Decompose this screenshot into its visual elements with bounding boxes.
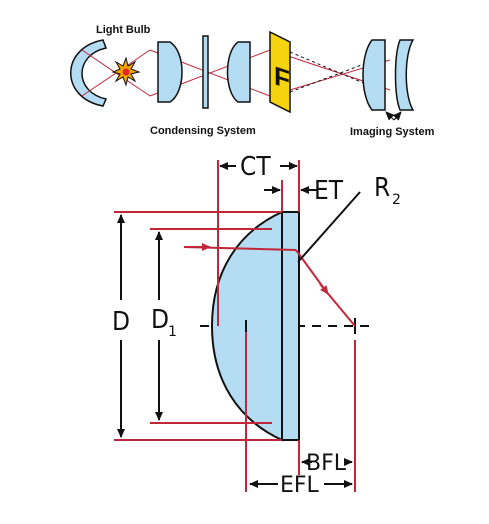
slide-glyph: F [274, 61, 290, 95]
d-label: D [112, 307, 130, 337]
efl-label: EFL [280, 473, 320, 498]
reflector [70, 39, 108, 107]
r2-label: R [374, 173, 390, 203]
imaging-system-label: Imaging System [350, 126, 435, 138]
condenser-lens-1 [157, 41, 183, 103]
lens-dimension-diagram: R 2 CT ET D D 1 B [112, 152, 401, 498]
d-extension-lines [114, 211, 282, 441]
thickness-extension-lines [217, 160, 356, 492]
r2-label-main: R [374, 173, 390, 203]
d1-label: D [151, 305, 169, 335]
slide-object: F [269, 30, 291, 114]
r2-label-sub: 2 [392, 192, 401, 208]
imaging-lens-1 [362, 39, 386, 111]
d1-extension-lines [150, 228, 272, 424]
et-label: ET [314, 176, 344, 206]
condensing-system-label: Condensing System [150, 125, 256, 137]
heat-filter-plate [202, 35, 209, 109]
projector-schematic: Light Bulb F Condensing System Imaging S… [70, 24, 435, 138]
r2-pointer-line [297, 191, 361, 263]
light-bulb-icon [111, 56, 141, 87]
lens-flat-back [281, 211, 300, 441]
imaging-lens-2 [394, 39, 415, 111]
ct-label: CT [240, 152, 271, 182]
bfl-label: BFL [306, 451, 347, 476]
imaging-pointer-arrows [385, 111, 402, 121]
d1-label-sub: 1 [168, 324, 177, 340]
condenser-lens-2 [226, 41, 251, 103]
light-bulb-label: Light Bulb [96, 24, 151, 36]
